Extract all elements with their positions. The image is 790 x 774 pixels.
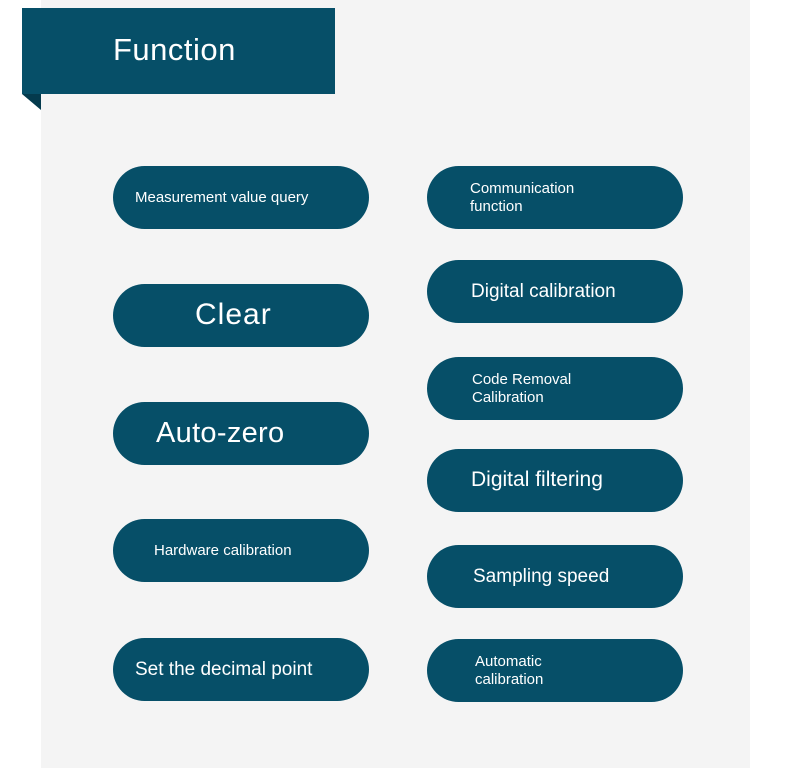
function-code-removal-calibration[interactable]: Code Removal Calibration	[427, 357, 683, 420]
function-label: Auto-zero	[156, 416, 285, 449]
function-label: Digital filtering	[471, 468, 603, 492]
function-auto-zero[interactable]: Auto-zero	[113, 402, 369, 465]
function-label: Clear	[195, 298, 272, 332]
section-header	[22, 8, 335, 94]
function-digital-calibration[interactable]: Digital calibration	[427, 260, 683, 323]
function-clear[interactable]: Clear	[113, 284, 369, 347]
function-sampling-speed[interactable]: Sampling speed	[427, 545, 683, 608]
function-communication[interactable]: Communication function	[427, 166, 683, 229]
function-label: Communication function	[470, 180, 575, 215]
header-ribbon-fold	[22, 94, 41, 110]
function-label: Code Removal Calibration	[472, 371, 572, 406]
function-label: Set the decimal point	[135, 658, 313, 680]
function-digital-filtering[interactable]: Digital filtering	[427, 449, 683, 512]
function-label: Sampling speed	[473, 565, 610, 587]
function-label: Automatic calibration	[475, 653, 544, 688]
function-set-decimal-point[interactable]: Set the decimal point	[113, 638, 369, 701]
function-automatic-calibration[interactable]: Automatic calibration	[427, 639, 683, 702]
function-label: Hardware calibration	[154, 541, 292, 559]
function-label: Digital calibration	[471, 280, 616, 302]
function-measurement-value-query[interactable]: Measurement value query	[113, 166, 369, 229]
function-hardware-calibration[interactable]: Hardware calibration	[113, 519, 369, 582]
function-label: Measurement value query	[135, 188, 309, 206]
section-title: Function	[113, 32, 236, 67]
